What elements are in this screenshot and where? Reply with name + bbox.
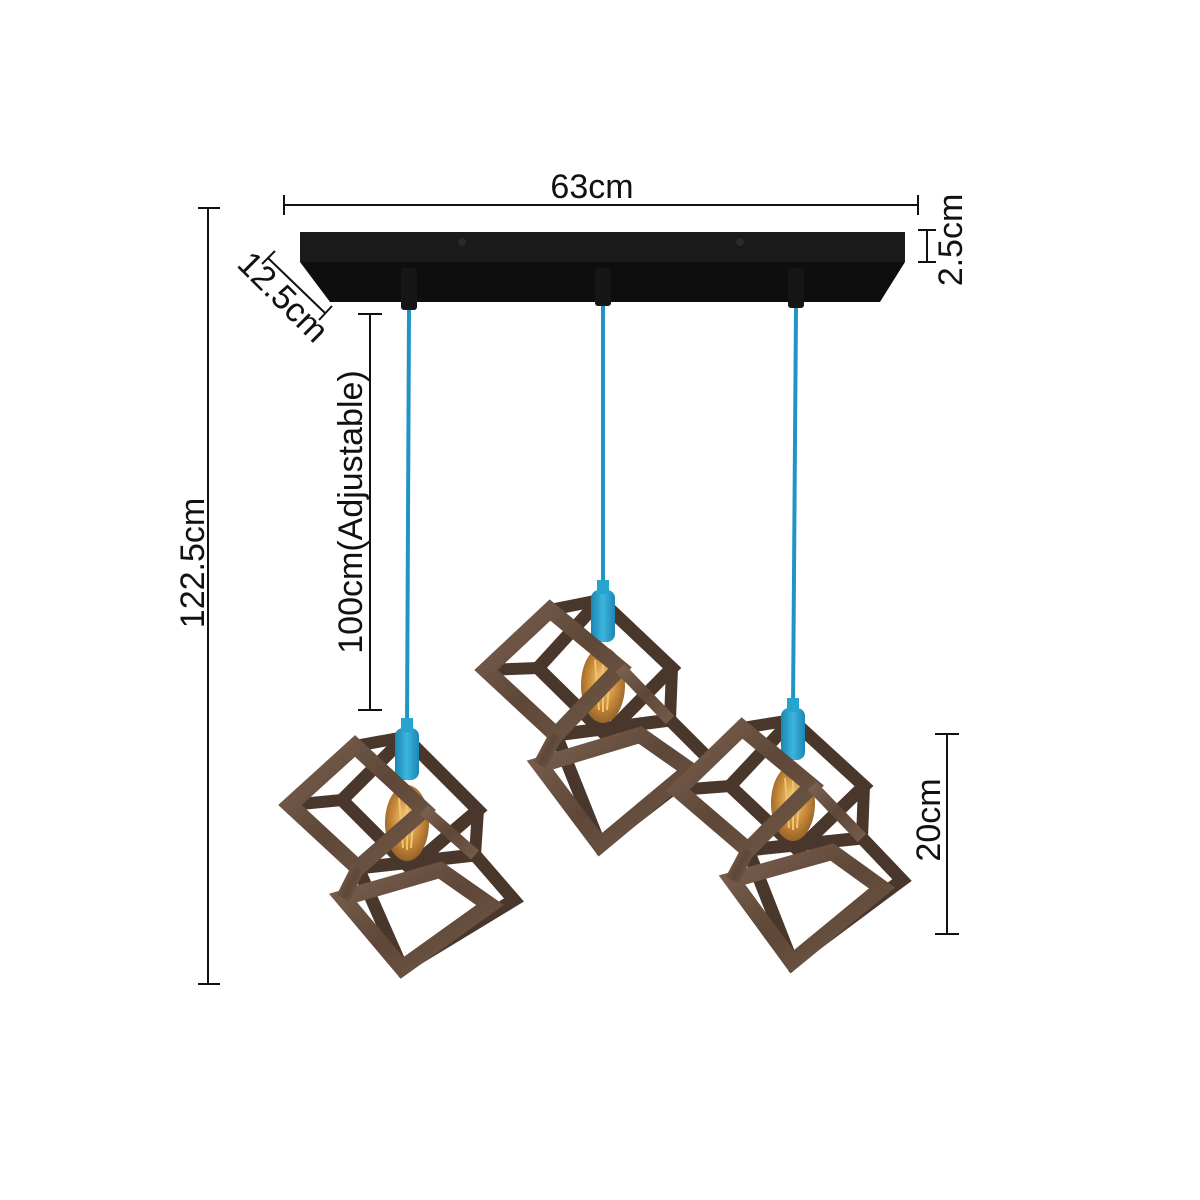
cable-length-label: 100cm(Adjustable) [332,370,370,653]
socket [591,590,615,642]
cables [405,306,798,729]
dimension-total-height: 122.5cm [174,207,220,985]
pendant-group [278,580,912,979]
canopy [300,232,905,310]
total-height-label: 122.5cm [174,498,212,628]
right-pendant [666,698,912,974]
center-pendant [474,580,720,857]
socket [395,728,419,780]
shade-height-label: 20cm [910,778,948,861]
dimension-shade-height: 20cm [910,733,959,935]
dimension-width: 63cm [283,168,919,215]
width-label: 63cm [550,168,633,206]
dimension-cable-length: 100cm(Adjustable) [332,313,382,711]
canopy-height-label: 2.5cm [932,194,970,287]
dimension-canopy-height: 2.5cm [918,194,970,287]
left-pendant [278,718,524,979]
socket [781,708,805,760]
